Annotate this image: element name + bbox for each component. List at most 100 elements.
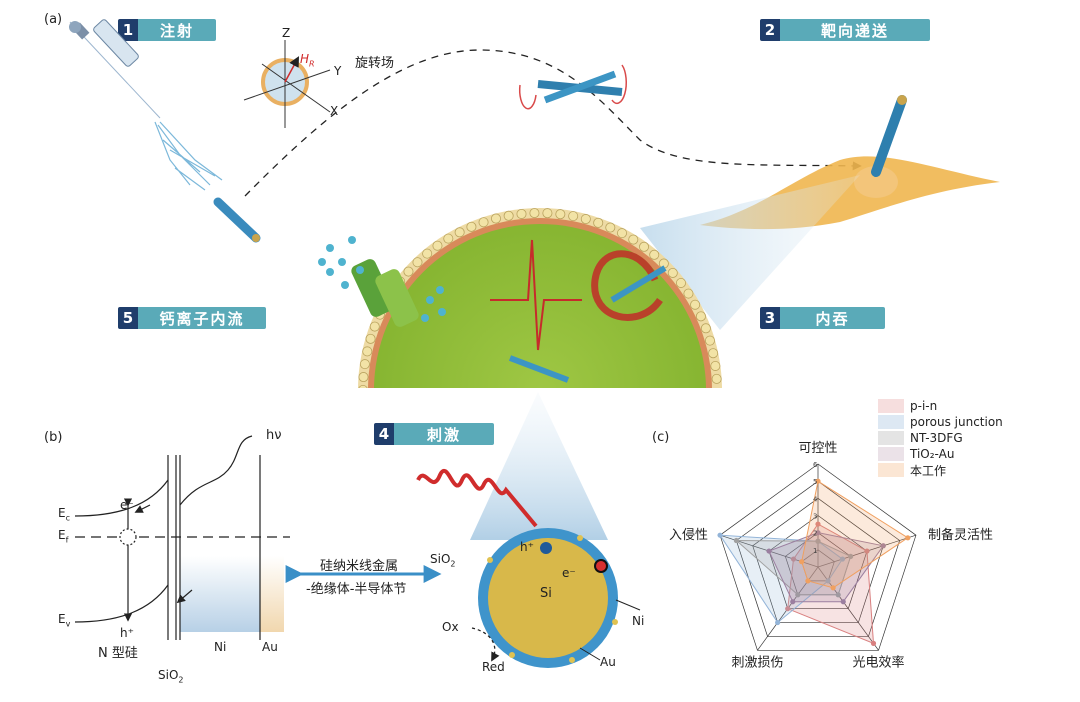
legend-item: TiO₂-Au [878,446,1003,462]
radar-point [839,556,846,562]
lipid-head [683,288,694,299]
nanowire-cross-section [471,528,641,668]
lipid-head [628,234,639,245]
lipid-head [700,323,711,334]
radar-point [835,592,841,598]
radar-point [815,530,821,536]
lipid-head [422,248,433,259]
calcium-ion [421,314,429,322]
lipid-head [478,217,489,228]
hv-label: hν [266,428,282,443]
radar-tick-label: 5 [813,478,817,486]
radar-point [815,521,821,527]
lipid-head [708,348,719,359]
ni-label: Ni [214,640,227,654]
ev-label: Ev [58,612,71,629]
ox-label: Ox [442,620,459,634]
radar-axis-label: 可控性 [798,441,837,456]
radar-tick-label: 6 [813,461,818,469]
hole-label: h⁺ [120,626,134,640]
spray-icon [154,121,223,191]
nanowire-icon [213,197,261,243]
calcium-ions [318,236,446,322]
lipid-head [555,209,566,220]
radar-tick-label: 2 [813,530,817,538]
junction-label-line1: 硅纳米线金属 [320,559,399,574]
radar-tick-label: 1 [813,547,817,555]
radar-point [905,535,911,541]
lipid-head [529,208,540,219]
lipid-head [711,373,722,384]
radar-point [848,553,854,559]
lipid-head [516,208,527,219]
wire-ni-label: Ni [632,614,645,628]
electron-label: e⁻ [120,498,134,512]
radar-axis-label: 制备灵活性 [928,527,993,543]
radar-series-area [787,523,875,645]
lipid-head [580,214,591,225]
radar-axis-label: 入侵性 [669,527,708,543]
radar-point [733,537,739,544]
wire-si-label: Si [540,586,552,601]
rotating-rods-icon [518,64,627,110]
axis-x-label: X [330,104,339,118]
wire-hole-label: h⁺ [520,540,534,554]
legend-swatch [878,431,904,445]
lipid-head [639,241,650,252]
lipid-head [454,227,465,238]
radar-grid-ring [801,549,835,582]
lipid-head [412,257,423,268]
wire-electron-label: e⁻ [562,566,576,580]
radar-point [840,599,846,605]
sio2-label: SiO2 [158,668,184,685]
lipid-head [365,333,376,344]
lipid-head [503,210,514,221]
calcium-ion [356,266,364,274]
radar-grid-ring [735,480,901,637]
zoom-beam [640,175,860,330]
calcium-ion [326,244,334,252]
trajectory-path [244,49,862,197]
au-label: Au [262,640,278,654]
legend-swatch [878,399,904,413]
radar-point [815,538,821,544]
radar-point [795,592,801,598]
lipid-head [362,346,373,357]
ef-label: Ef [58,528,69,545]
wire-sio2-label: SiO2 [430,552,456,569]
calcium-ion [438,308,446,316]
radar-axis-label: 光电效率 [853,654,905,670]
legend-swatch [878,447,904,461]
legend-swatch [878,463,904,477]
radar-point [864,548,870,554]
radar-series-area [801,480,909,589]
ec-label: Ec [58,506,70,523]
cytoplasm-wire [508,355,570,383]
radar-tick-label: 4 [813,495,818,503]
radar-point [790,556,797,562]
radar-point [775,619,781,626]
calcium-ion [326,268,334,276]
radar-axis-label: 刺激损伤 [731,655,783,670]
radar-grid-ring [768,515,868,610]
lipid-head [568,211,579,222]
light-wave-icon [416,468,538,528]
radar-point [766,548,772,554]
calcium-ion [341,281,349,289]
calcium-ion [338,258,346,266]
lipid-head [690,299,701,310]
rotating-field-icon [243,40,331,128]
radar-point [805,578,811,584]
lipid-head [649,249,660,260]
field-h-label: HR [300,52,315,69]
legend-item: p-i-n [878,398,1003,414]
calcium-ion [318,258,326,266]
cell-membrane [358,208,722,388]
